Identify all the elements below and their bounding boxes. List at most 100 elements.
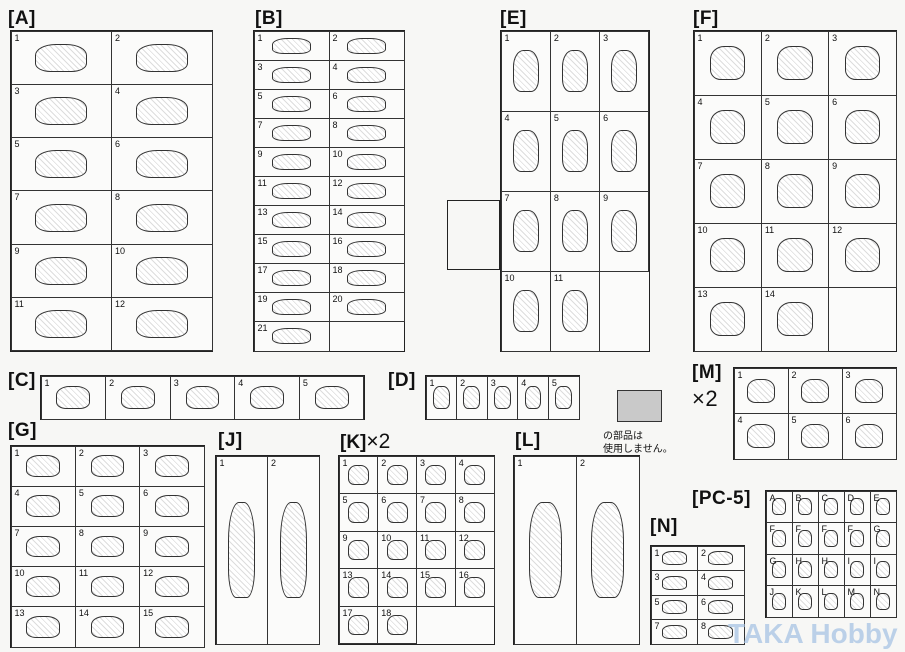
part-shape [561,290,589,332]
part-cell: 5 [760,94,830,160]
part-number: 4 [14,487,20,498]
part-cell: 7 [693,158,762,224]
part-cell: 18 [328,263,405,294]
part-cell: G [869,522,897,555]
part-cell: 3 [169,375,236,420]
part-shape [26,616,60,638]
part-cell: 10 [328,146,405,177]
part-shape [228,502,256,598]
part-shape [661,551,687,566]
part-cell: 3 [599,30,650,112]
part-cell: 6 [328,88,405,119]
part-shape [464,577,486,598]
part-shape [561,50,589,92]
part-cell: 13 [693,286,762,352]
part-cell: L [817,585,845,618]
part-cell: 9 [253,146,330,177]
part-number: 11 [257,177,267,188]
part-cell: 2 [328,30,405,61]
part-shape [35,310,88,339]
part-shape [272,241,311,258]
part-shape [849,592,865,610]
sprue-label-g: [G] [8,420,37,441]
part-shape [26,575,60,598]
part-cell: A [765,490,793,523]
part-number: N [873,587,881,597]
part-cell: 14 [377,568,417,607]
part-number: 16 [332,236,343,247]
part-number: 2 [332,32,338,43]
part-shape [272,270,311,287]
part-number: 2 [115,32,121,43]
part-cell: 12 [828,222,897,288]
sprue-label-m: [M] [692,362,722,383]
part-cell: 4 [454,455,495,495]
part-shape [90,616,125,638]
part-shape [823,561,839,579]
part-shape [708,575,734,590]
part-number: 1 [342,457,348,468]
part-shape [512,290,539,332]
part-cell: 4 [517,375,549,420]
part-number: 3 [603,32,609,43]
part-cell: 2 [697,545,745,571]
part-shape [279,502,307,598]
part-number: M [847,587,856,597]
part-number: 15 [143,608,154,619]
part-number: 3 [173,377,179,388]
part-number: D [847,492,855,503]
part-cell: 1 [10,30,112,85]
part-cell: 5 [10,137,112,192]
part-number: 6 [115,139,121,150]
part-shape [823,498,839,516]
part-number: 8 [553,192,559,203]
part-number: 7 [257,119,263,130]
part-cell: F [817,522,845,555]
part-shape [661,575,687,590]
part-shape [512,130,539,172]
part-shape [561,130,589,172]
part-cell: 3 [841,367,897,414]
part-shape [494,386,511,409]
part-number: 4 [737,415,743,425]
part-number: A [769,492,776,503]
part-number: 7 [420,495,426,506]
part-cell: 13 [338,568,379,607]
part-number: G [873,524,881,534]
part-number: 14 [332,207,343,218]
part-shape [771,529,787,547]
part-cell: 3 [10,83,112,139]
part-shape [823,529,839,547]
part-cell: 9 [139,525,205,568]
part-shape [90,455,125,477]
part-number: 2 [764,32,770,43]
part-shape [347,153,386,170]
sprue-label-pc5: [PC-5] [692,488,751,509]
part-shape [154,455,189,477]
part-shape [611,210,638,252]
part-shape [875,561,891,579]
part-shape [35,203,88,232]
part-number: 2 [791,369,797,380]
part-cell: 5 [787,413,843,460]
part-number: 11 [78,568,89,579]
part-shape [347,182,386,199]
part-shape [611,130,638,172]
part-number: 4 [697,96,703,107]
part-shape [135,96,188,126]
sprue-label-e: [E] [500,8,527,29]
part-cell: 11 [549,270,601,352]
part-shape [347,299,386,316]
part-cell: 19 [253,292,330,323]
part-shape [844,46,880,80]
part-number: 5 [78,487,84,498]
part-shape [425,464,447,485]
part-shape [823,592,839,610]
part-number: 19 [257,294,268,305]
part-number: 7 [697,160,703,171]
part-cell: 3 [253,59,330,90]
part-shape [425,577,447,598]
part-number: 15 [420,570,431,581]
part-number: 7 [14,192,20,203]
